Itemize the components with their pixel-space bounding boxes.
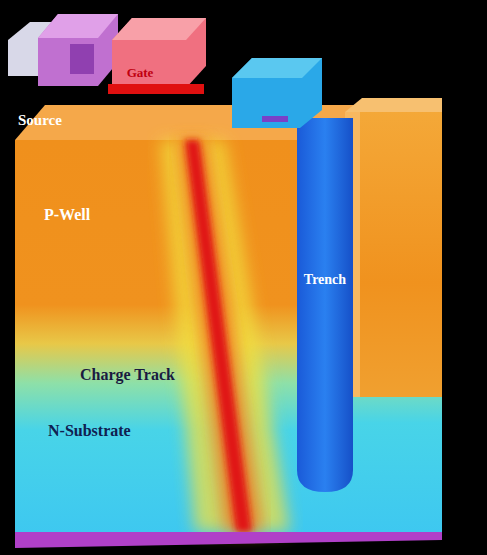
gate-label: Gate (127, 66, 154, 80)
charge-track-label: Charge Track (80, 366, 175, 384)
trench-label: Trench (304, 272, 346, 287)
n-substrate-label: N-Substrate (48, 422, 131, 440)
source-label: Source (18, 112, 62, 129)
p-well-label: P-Well (44, 206, 90, 224)
